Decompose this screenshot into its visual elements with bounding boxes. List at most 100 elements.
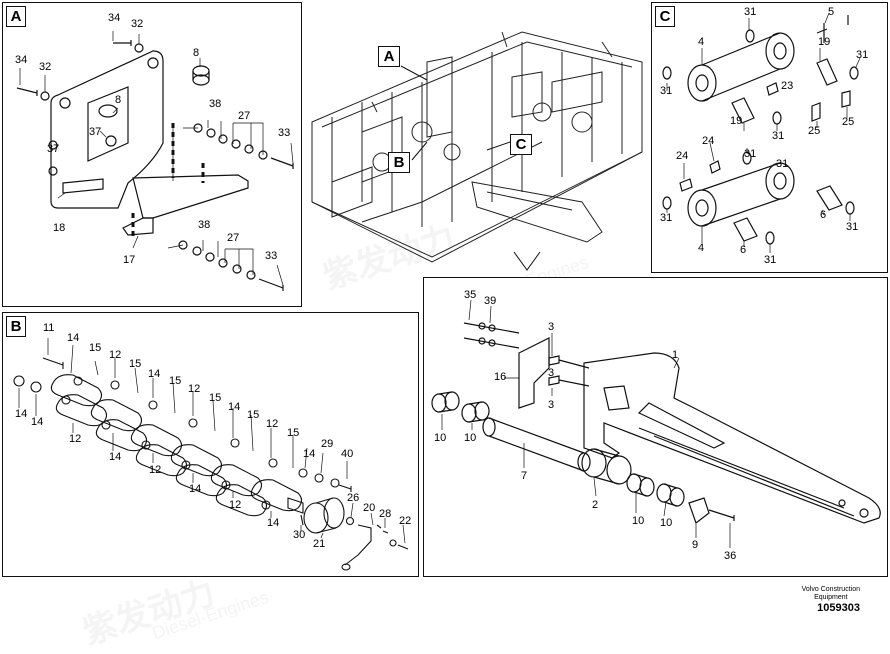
callout: 14 — [31, 416, 44, 428]
callout: 12 — [188, 383, 201, 395]
panel-label: B — [6, 316, 26, 337]
callout: 37 — [89, 126, 102, 138]
panel-b: B 11 14 15 12 15 14 15 12 15 14 15 12 15… — [2, 312, 419, 577]
callout: 12 — [229, 499, 242, 511]
callout: 6 — [820, 209, 827, 221]
callout: 3 — [548, 399, 555, 411]
callout: 10 — [464, 432, 477, 444]
callout: 38 — [198, 219, 211, 231]
callout: 16 — [494, 371, 507, 383]
callout: 22 — [399, 515, 412, 527]
callout: 31 — [776, 158, 789, 170]
callout: 2 — [592, 499, 599, 511]
callout: 31 — [744, 6, 757, 18]
panel-a-drawing — [16, 31, 294, 291]
callout: 30 — [293, 529, 306, 541]
callout: 24 — [702, 135, 715, 147]
callout: 4 — [698, 242, 705, 254]
callout: 10 — [434, 432, 447, 444]
callout: 14 — [15, 408, 28, 420]
callout: 36 — [724, 550, 737, 562]
overview-label-c: C — [510, 134, 532, 155]
callout: 26 — [347, 492, 360, 504]
panel-detail: 35 39 3 16 3 3 1 10 10 7 10 10 2 10 10 9… — [423, 277, 888, 577]
callout: 11 — [43, 322, 55, 334]
callout: 31 — [772, 130, 785, 142]
panel-c-drawing — [662, 12, 861, 253]
watermark-en: Diesel-Engines — [149, 586, 272, 644]
callout: 31 — [764, 254, 777, 266]
panel-detail-drawing — [431, 299, 881, 548]
callout: 3 — [548, 367, 555, 379]
callout: 31 — [744, 148, 757, 160]
callout: 40 — [341, 448, 354, 460]
watermark-cn: 紫发动力 — [78, 573, 220, 652]
overview-label-a: A — [378, 46, 400, 67]
callout: 25 — [808, 125, 821, 137]
callout: 15 — [287, 427, 300, 439]
callout: 12 — [266, 418, 279, 430]
callout: 17 — [123, 254, 136, 266]
callout: 27 — [227, 232, 240, 244]
callout: 28 — [379, 508, 392, 520]
panel-a: A 34 32 8 34 32 8 37 37 38 27 33 18 38 2… — [2, 2, 302, 307]
callout: 12 — [149, 464, 162, 476]
overview-assembly: A B C — [302, 2, 648, 292]
callout: 8 — [115, 94, 122, 106]
panel-label: C — [655, 6, 675, 27]
callout: 19 — [730, 115, 743, 127]
callout: 3 — [548, 321, 555, 333]
callout: 31 — [846, 221, 859, 233]
callout: 12 — [109, 349, 122, 361]
panel-label: A — [6, 6, 26, 27]
callout: 14 — [109, 451, 122, 463]
callout: 19 — [818, 36, 831, 48]
callout: 27 — [238, 110, 251, 122]
callout: 14 — [189, 483, 202, 495]
callout: 38 — [209, 98, 222, 110]
callout: 14 — [228, 401, 241, 413]
callout: 18 — [53, 222, 66, 234]
panel-b-drawing — [13, 338, 409, 571]
callout: 24 — [676, 150, 689, 162]
callout: 34 — [108, 12, 121, 24]
callout: 31 — [856, 49, 869, 61]
callout: 25 — [842, 116, 855, 128]
callout: 34 — [15, 54, 28, 66]
callout: 14 — [303, 448, 316, 460]
callout: 33 — [278, 127, 291, 139]
callout: 10 — [660, 517, 673, 529]
document-number: 1059303 — [817, 602, 860, 614]
callout: 1 — [672, 349, 679, 361]
callout: 10 — [632, 515, 645, 527]
brand-block: Volvo Construction Equipment — [802, 586, 860, 602]
callout: 37 — [47, 143, 60, 155]
callout: 5 — [828, 6, 835, 18]
callout: 15 — [129, 358, 142, 370]
callout: 31 — [660, 85, 673, 97]
brand-line2: Equipment — [814, 594, 848, 601]
overview-label-b: B — [388, 152, 410, 173]
callout: 8 — [193, 47, 200, 59]
callout: 29 — [321, 438, 334, 450]
callout: 15 — [169, 375, 182, 387]
brand-line1: Volvo Construction — [801, 586, 860, 593]
callout: 4 — [698, 36, 705, 48]
callout: 14 — [67, 332, 80, 344]
callout: 21 — [313, 538, 326, 550]
panel-c: C 31 5 4 19 31 31 23 19 31 25 25 24 24 3… — [651, 2, 888, 273]
callout: 23 — [781, 80, 794, 92]
callout: 12 — [69, 433, 82, 445]
callout: 33 — [265, 250, 278, 262]
callout: 15 — [209, 392, 222, 404]
overview-drawing — [311, 31, 643, 271]
callout: 15 — [247, 409, 260, 421]
callout: 15 — [89, 342, 102, 354]
callout: 14 — [267, 517, 280, 529]
callout: 6 — [740, 244, 747, 256]
callout: 14 — [148, 368, 161, 380]
callout: 31 — [660, 212, 673, 224]
callout: 35 — [464, 289, 477, 301]
callout: 20 — [363, 502, 376, 514]
callout: 32 — [131, 18, 144, 30]
